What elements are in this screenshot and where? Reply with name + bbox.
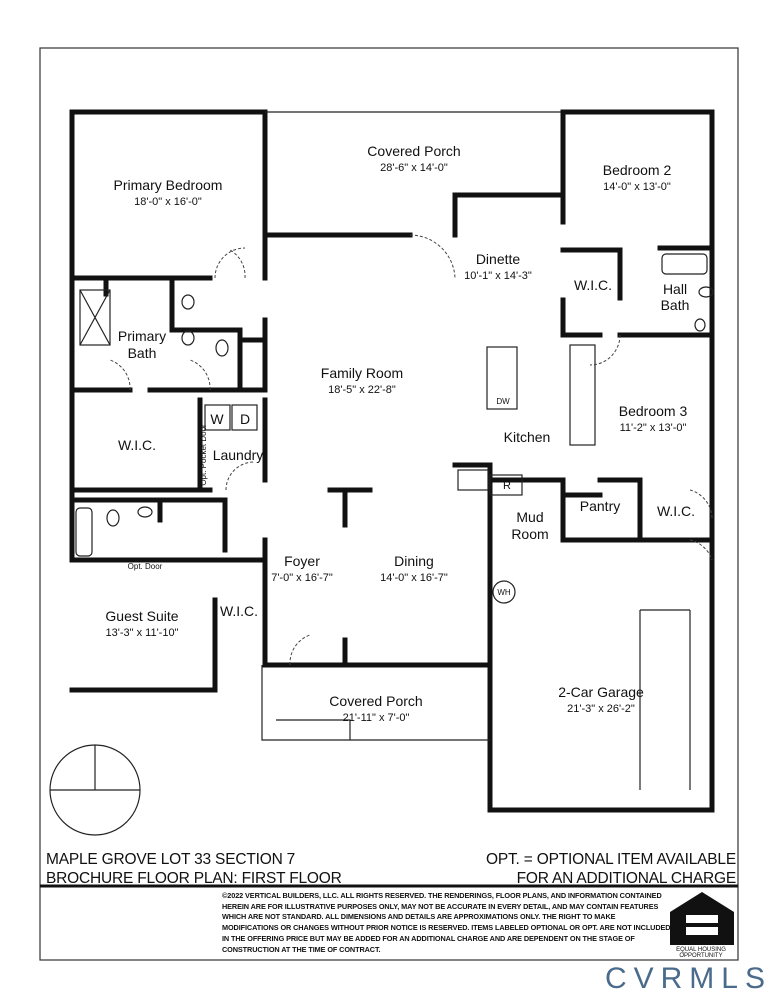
equal-housing-logo (670, 892, 734, 945)
water-heater-label: WH (497, 588, 511, 597)
doors (109, 234, 713, 666)
washer-label: W (210, 411, 224, 427)
dryer-label: D (240, 411, 250, 427)
dishwasher-label: DW (496, 397, 510, 406)
wic-primary-label: W.I.C. (118, 437, 156, 453)
hall-bath-label: Hall (663, 281, 687, 297)
garage-label: 2-Car Garage (558, 684, 644, 700)
room-labels: Primary Bedroom 18'-0" x 16'-0" Covered … (105, 143, 695, 724)
bedroom-2-dims: 14'-0" x 13'-0" (603, 181, 671, 193)
kitchen-label: Kitchen (504, 429, 551, 445)
primary-bedroom-dims: 18'-0" x 16'-0" (134, 196, 202, 208)
bedroom-3-label: Bedroom 3 (619, 403, 688, 419)
rear-porch-label: Covered Porch (367, 143, 460, 159)
wic-guest-label: W.I.C. (220, 603, 258, 619)
sheet-border (39, 47, 739, 961)
opt-door-label: Opt. Door (128, 562, 163, 571)
dinette-label: Dinette (476, 251, 521, 267)
mud-room-label-2: Room (511, 526, 548, 542)
equal-housing-text: EQUAL HOUSING OPPORTUNITY (676, 947, 726, 959)
dining-label: Dining (394, 553, 434, 569)
bedroom-3-dims: 11'-2" x 13'-0" (620, 422, 687, 434)
foyer-dims: 7'-0" x 16'-7" (271, 572, 333, 584)
walls (69, 109, 715, 813)
laundry-label: Laundry (213, 447, 264, 463)
family-room-dims: 18'-5" x 22'-8" (328, 384, 396, 396)
primary-bedroom-label: Primary Bedroom (114, 177, 223, 193)
fixtures (75, 253, 714, 604)
foyer-label: Foyer (284, 553, 320, 569)
north-arrow (49, 744, 141, 836)
cvrmls-watermark: CVRMLS (604, 962, 772, 995)
mud-room-label: Mud (516, 509, 543, 525)
wic-bed3-label: W.I.C. (657, 503, 695, 519)
dinette-dims: 10'-1" x 14'-3" (464, 270, 532, 282)
pantry-label: Pantry (580, 498, 620, 514)
wic-bed2-label: W.I.C. (574, 277, 612, 293)
note-line-2: FOR AN ADDITIONAL CHARGE (516, 870, 737, 887)
family-room-label: Family Room (321, 365, 403, 381)
guest-suite-label: Guest Suite (105, 608, 178, 624)
front-porch-label: Covered Porch (329, 693, 422, 709)
title-line-1: MAPLE GROVE LOT 33 SECTION 7 (46, 851, 296, 868)
title-line-2: BROCHURE FLOOR PLAN: FIRST FLOOR (46, 870, 342, 887)
primary-bath-label-2: Bath (128, 345, 157, 361)
dining-dims: 14'-0" x 16'-7" (380, 572, 448, 584)
garage-dims: 21'-3" x 26'-2" (567, 703, 635, 715)
fridge-label: R (503, 480, 511, 492)
rear-porch-dims: 28'-6" x 14'-0" (380, 162, 448, 174)
pocket-door-label: Opt. Pocket Door (199, 424, 208, 486)
bedroom-2-label: Bedroom 2 (603, 162, 672, 178)
note-line-1: OPT. = OPTIONAL ITEM AVAILABLE (486, 851, 736, 868)
hall-bath-label-2: Bath (661, 297, 690, 313)
legal-disclaimer: ©2022 VERTICAL BUILDERS, LLC. ALL RIGHTS… (222, 891, 671, 954)
front-porch-dims: 21'-11" x 7'-0" (343, 712, 410, 724)
guest-suite-dims: 13'-3" x 11'-10" (106, 627, 179, 639)
primary-bath-label: Primary (118, 328, 166, 344)
